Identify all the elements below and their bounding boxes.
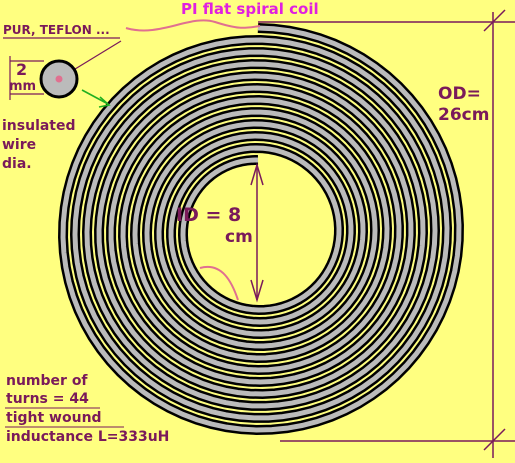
turns-line: turns = 44 (6, 391, 89, 407)
inductance-note: inductance L=333uH (6, 429, 170, 445)
id-label: ID = 8 (176, 204, 242, 226)
spiral-coil-wire (60, 25, 462, 433)
od-tick-bottom (483, 428, 506, 451)
id-arrow-bottom (250, 279, 264, 303)
inner-lead-wire (199, 265, 239, 301)
spiral-coil (58, 23, 464, 435)
wire-arrow-head (98, 96, 111, 108)
wire-arrow (81, 89, 109, 105)
insulation-types-label: PUR, TEFLON ... (3, 23, 110, 37)
id-arrow-top (250, 162, 264, 186)
od-dimension (258, 9, 515, 458)
diagram-title: PI flat spiral coil (181, 0, 319, 18)
wire-core-dot (55, 75, 63, 83)
wound-note: tight wound (6, 410, 102, 426)
od-value: 26cm (438, 105, 490, 125)
id-dimension (250, 162, 264, 303)
od-tick-top (483, 9, 506, 32)
id-unit: cm (225, 227, 253, 247)
wire-dia-value: 2 (16, 60, 28, 79)
outer-lead-wire (125, 19, 261, 32)
wire-note: insulated wire dia. (2, 118, 76, 172)
wire-cross-section (3, 37, 122, 108)
turns-label: number of (6, 373, 88, 389)
wire-dia-unit: mm (9, 79, 37, 94)
od-label: OD= (438, 84, 481, 104)
